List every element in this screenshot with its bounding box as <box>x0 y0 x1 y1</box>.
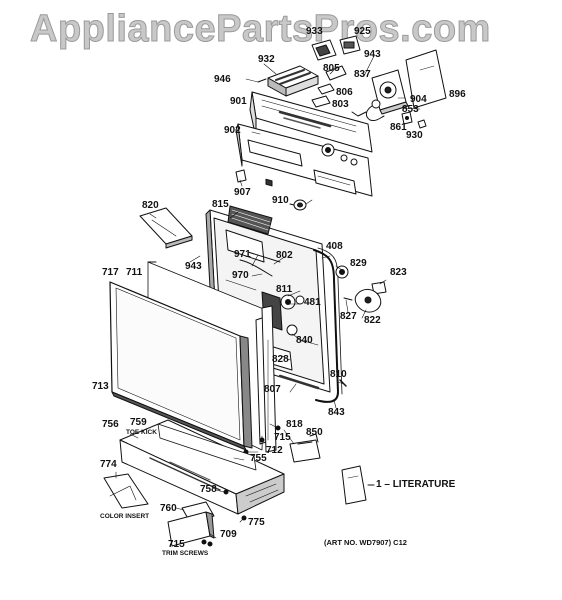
watermark-logo: AppliancePartsPros.com <box>30 8 491 51</box>
callout-822: 822 <box>364 315 381 326</box>
callout-896: 896 <box>449 89 466 100</box>
callout-758: 758 <box>200 484 217 495</box>
art-number: (ART NO. WD7907) C12 <box>324 538 407 547</box>
caption-color-insert: COLOR INSERT <box>100 513 150 520</box>
callout-901: 901 <box>230 96 247 107</box>
callout-904: 904 <box>410 94 427 105</box>
callout-717: 717 <box>102 267 119 278</box>
callout-837: 837 <box>354 69 371 80</box>
callout-715-bottom: 715 <box>168 539 185 550</box>
callout-775: 775 <box>248 517 265 528</box>
callout-755: 755 <box>250 453 267 464</box>
small-parts-805-806-803 <box>257 65 347 108</box>
callout-759: 759 <box>130 417 147 428</box>
callout-943-mid: 943 <box>185 261 202 272</box>
callout-843: 843 <box>328 407 345 418</box>
callout-811: 811 <box>276 284 293 295</box>
callout-925: 925 <box>354 26 371 37</box>
literature-callout: 1 – LITERATURE <box>376 479 455 490</box>
module-925-933 <box>311 35 361 61</box>
knob-829 <box>335 265 349 279</box>
callout-712: 712 <box>266 445 283 456</box>
callout-807: 807 <box>264 384 281 395</box>
small-parts-907-910 <box>235 169 307 211</box>
callout-828: 828 <box>272 354 289 365</box>
callout-850: 850 <box>306 427 323 438</box>
callout-853: 853 <box>402 104 419 115</box>
caption-toe-kick: TOE KICK <box>126 429 157 436</box>
callout-481: 481 <box>304 297 321 308</box>
literature-number: 1 <box>376 479 382 490</box>
callout-774: 774 <box>100 459 117 470</box>
callout-715-mid: 715 <box>274 432 291 443</box>
literature-booklet <box>341 465 375 505</box>
callout-820: 820 <box>142 200 159 211</box>
callout-827: 827 <box>340 311 357 322</box>
vent-820 <box>139 207 193 249</box>
callout-861: 861 <box>390 122 407 133</box>
callout-760: 760 <box>160 503 177 514</box>
callout-709: 709 <box>220 529 237 540</box>
callout-910: 910 <box>272 195 289 206</box>
control-panel-901 <box>249 91 373 187</box>
gasket-843 <box>313 247 343 403</box>
literature-dash: – <box>384 479 390 490</box>
callout-823: 823 <box>390 267 407 278</box>
callout-902: 902 <box>224 125 241 136</box>
callout-805: 805 <box>323 63 340 74</box>
callout-943-top: 943 <box>364 49 381 60</box>
outer-door-717 <box>109 261 273 451</box>
leader-lines <box>115 55 421 539</box>
callout-818: 818 <box>286 419 303 430</box>
callout-802: 802 <box>276 250 293 261</box>
callout-408: 408 <box>326 241 343 252</box>
callout-713: 713 <box>92 381 109 392</box>
callout-829: 829 <box>350 258 367 269</box>
callout-907: 907 <box>234 187 251 198</box>
callout-803: 803 <box>332 99 349 110</box>
callout-815: 815 <box>212 199 229 210</box>
bracket-850 <box>289 433 321 463</box>
callout-840: 840 <box>296 335 313 346</box>
small-parts-861-930 <box>401 111 427 129</box>
control-panel-902 <box>235 123 373 197</box>
connector-block-932 <box>267 65 319 97</box>
timer-motor-904 <box>351 69 409 121</box>
color-insert-774 <box>103 473 149 509</box>
callout-970: 970 <box>232 270 249 281</box>
trim-screws-715 <box>201 539 213 547</box>
callout-971: 971 <box>234 249 251 260</box>
callout-933: 933 <box>306 26 323 37</box>
callout-932: 932 <box>258 54 275 65</box>
callout-756: 756 <box>102 419 119 430</box>
callout-946: 946 <box>214 74 231 85</box>
callout-806: 806 <box>336 87 353 98</box>
door-frame-rails <box>261 305 277 453</box>
screw-810 <box>339 379 347 387</box>
caption-trim-screws: TRIM SCREWS <box>162 550 209 557</box>
literature-sheet-896 <box>405 49 447 109</box>
callout-711: 711 <box>126 267 143 278</box>
callout-930: 930 <box>406 130 423 141</box>
callout-810: 810 <box>330 369 347 380</box>
literature-label: LITERATURE <box>392 479 456 490</box>
trim-760-709 <box>167 501 215 547</box>
toe-kick-759 <box>157 423 257 471</box>
dispenser-823-822 <box>343 281 387 313</box>
